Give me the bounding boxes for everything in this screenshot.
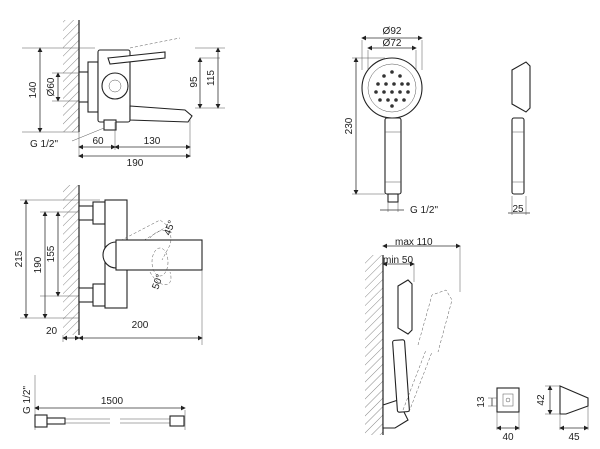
holder-install-view: max 110 min 50 <box>365 237 461 435</box>
dim-min-50: min 50 <box>383 255 413 266</box>
escutcheon <box>87 61 99 113</box>
wall-hatch <box>63 20 79 132</box>
dim-130: 130 <box>144 136 161 147</box>
dim-215: 215 <box>14 250 25 267</box>
dim-thread-side: G 1/2" <box>30 139 58 150</box>
lever-handle <box>107 51 166 65</box>
dim-140: 140 <box>28 81 39 98</box>
dim-13: 13 <box>476 396 487 408</box>
dim-115: 115 <box>206 70 217 86</box>
shower-nozzles <box>374 70 410 108</box>
dim-42: 42 <box>536 394 547 406</box>
dim-40: 40 <box>502 432 514 443</box>
dim-d60: Ø60 <box>46 77 57 96</box>
shower-handle-side <box>511 117 525 195</box>
holder-side <box>559 385 589 415</box>
dim-190: 190 <box>127 158 144 169</box>
dim-d72: Ø72 <box>383 38 402 49</box>
front-view: 215 190 155 20 200 45° 50° <box>14 185 203 345</box>
spout-front <box>115 239 203 271</box>
dim-d92: Ø92 <box>383 26 402 37</box>
dim-60: 60 <box>92 136 104 147</box>
hose-view: G 1/2" 1500 <box>22 375 186 430</box>
wall-holder <box>382 399 409 429</box>
shower-head-side <box>511 61 531 113</box>
dim-angle-50: 50° <box>150 273 166 291</box>
dim-190-front: 190 <box>33 256 44 273</box>
dim-max-110: max 110 <box>395 237 433 248</box>
shower-handle <box>384 117 402 195</box>
dim-95: 95 <box>189 76 200 88</box>
shower-head <box>361 57 423 119</box>
shower-outlet <box>103 119 117 131</box>
side-view: 140 Ø60 115 95 G 1/2" 60 130 190 <box>22 20 225 169</box>
dim-shower-thread: G 1/2" <box>410 205 438 216</box>
dim-1500: 1500 <box>101 396 124 407</box>
holder-front <box>496 387 520 413</box>
holder-detail-view: 13 40 42 45 <box>476 385 589 443</box>
cartridge-circle <box>101 72 129 100</box>
dim-200: 200 <box>132 320 149 331</box>
dim-angle-45: 45° <box>162 219 178 237</box>
dim-20: 20 <box>46 326 58 337</box>
dim-hose-thread: G 1/2" <box>22 386 33 414</box>
hand-shower-view: Ø92 Ø72 230 G 1/2" 25 <box>344 26 531 216</box>
dim-155: 155 <box>46 245 57 262</box>
dim-25: 25 <box>512 204 524 215</box>
dim-45: 45 <box>568 432 580 443</box>
dim-230: 230 <box>344 117 355 134</box>
spout <box>129 105 193 123</box>
